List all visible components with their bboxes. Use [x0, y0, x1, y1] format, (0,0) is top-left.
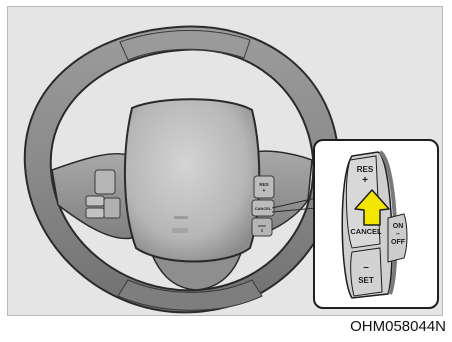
on-off-dash: –: [396, 231, 400, 238]
wheel-cruise-switches: RES + CANCEL: [252, 176, 274, 236]
airbag-hub: [125, 99, 259, 261]
airbag-logo-mark: [174, 216, 188, 219]
wheel-res-plus: +: [263, 188, 266, 194]
cancel-label: CANCEL: [350, 227, 382, 236]
minus-label: –: [363, 262, 369, 273]
res-label: RES: [357, 165, 374, 174]
cruise-switch-callout: RES + CANCEL – SET ON – OFF: [314, 140, 438, 308]
on-off-switch: [388, 214, 407, 262]
figure-code: OHM058044N: [350, 318, 446, 335]
wheel-res-button: [254, 176, 274, 198]
wheel-set-button: [252, 218, 272, 236]
airbag-emblem: [172, 228, 188, 233]
plus-label: +: [362, 175, 368, 186]
wheel-res-label: RES: [259, 182, 268, 187]
on-label: ON: [393, 223, 404, 230]
wheel-cancel-label: CANCEL: [255, 206, 272, 211]
off-label: OFF: [391, 239, 406, 246]
set-label: SET: [358, 276, 374, 285]
